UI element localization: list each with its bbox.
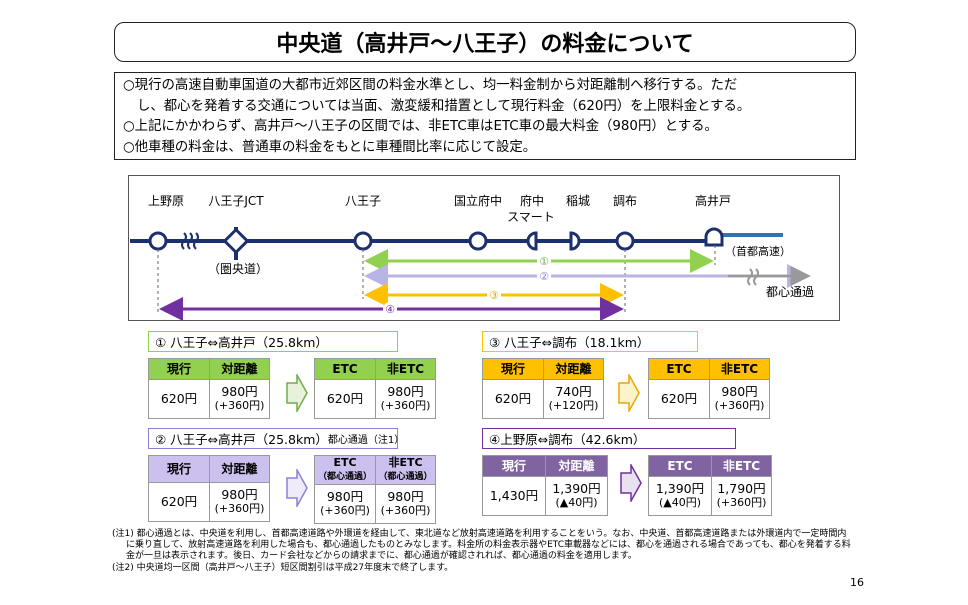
footnote-line: に乗り直して、放射高速道路を利用した場合も、都心通過したものとみなします。料金所… bbox=[126, 540, 851, 551]
section-4-label: ④上野原⇔調布（42.6km） bbox=[482, 428, 736, 449]
route-2-marker: ② bbox=[539, 270, 549, 283]
station-label-fuchu: 府中 bbox=[520, 193, 544, 208]
etc-value: 1,390円(▲40円) bbox=[648, 476, 712, 516]
station-label-takaido: 高井戸 bbox=[695, 193, 731, 208]
section-1-current-table: 現行 対距離 620円 980円(+360円) bbox=[148, 358, 270, 419]
route-3-marker: ③ bbox=[489, 289, 499, 302]
non-etc-header: 非ETC（都心通過） bbox=[375, 455, 436, 485]
section-3-label: ③ 八王子⇔調布（18.1km） bbox=[482, 331, 698, 352]
distance-header: 対距離 bbox=[545, 455, 608, 477]
section-3-arrow-icon bbox=[618, 374, 640, 412]
current-header: 現行 bbox=[148, 455, 210, 483]
station-uenohara-icon bbox=[148, 231, 168, 251]
summary-line-2: し、都心を発着する交通については当面、激変緩和措置として現行料金（620円）を上… bbox=[137, 98, 751, 114]
distance-header: 対距離 bbox=[209, 358, 270, 380]
station-chofu-icon bbox=[615, 231, 635, 251]
section-2-arrow-icon bbox=[286, 469, 308, 507]
distance-value: 740円(+120円) bbox=[543, 379, 604, 419]
etc-header: ETC bbox=[648, 455, 712, 477]
distance-value: 980円(+360円) bbox=[209, 482, 270, 522]
toshin-label: 都心通過 bbox=[766, 285, 814, 299]
distance-value: 1,390円(▲40円) bbox=[545, 476, 608, 516]
distance-header: 対距離 bbox=[543, 358, 604, 380]
page-title: 中央道（高井戸～八王子）の料金について bbox=[114, 22, 856, 62]
station-kunitachi-icon bbox=[468, 231, 488, 251]
station-label-hachioji-jct: 八王子JCT bbox=[208, 194, 264, 208]
non-etc-header: 非ETC bbox=[711, 455, 772, 477]
section-4-new-table: ETC 非ETC 1,390円(▲40円) 1,790円(+360円) bbox=[648, 455, 772, 516]
non-etc-value: 1,790円(+360円) bbox=[711, 476, 772, 516]
footnote-line: 金が一旦は表示されます。後日、カード会社などからの請求までに、都心通過が確認され… bbox=[126, 551, 637, 562]
route-2-marker-bg bbox=[537, 269, 551, 283]
non-etc-header: 非ETC bbox=[375, 358, 436, 380]
route-4-marker: ④ bbox=[385, 303, 395, 316]
footnote-line: (注2) 中央道均一区間（高井戸～八王子）短区間割引は平成27年度末で終了します… bbox=[112, 562, 454, 573]
summary-line-1: ○現行の高速自動車国道の大都市近郊区間の料金水準とし、均一料金制から対距離制へ移… bbox=[123, 78, 738, 93]
station-label-smart: スマート bbox=[507, 210, 555, 224]
current-value: 620円 bbox=[148, 482, 210, 522]
etc-header: ETC bbox=[648, 358, 710, 380]
etc-value: 620円 bbox=[314, 379, 376, 419]
route-map: 上野原 八王子JCT 八王子 国立府中 府中 スマート 稲城 調布 高井戸 （圏… bbox=[130, 193, 814, 321]
shuto-label: （首都高速） bbox=[725, 244, 791, 258]
guide-lines bbox=[157, 245, 716, 313]
etc-value: 620円 bbox=[648, 379, 710, 419]
route-1-marker: ① bbox=[539, 255, 549, 268]
section-1-label: ① 八王子⇔高井戸（25.8km） bbox=[148, 331, 398, 352]
distance-header: 対距離 bbox=[209, 455, 270, 483]
station-hachioji-icon bbox=[353, 231, 373, 251]
non-etc-header: 非ETC bbox=[709, 358, 770, 380]
etc-value: 980円(+360円) bbox=[314, 484, 376, 524]
section-2-label: ② 八王子⇔高井戸（25.8km）都心通過（注1） bbox=[148, 428, 404, 449]
current-value: 620円 bbox=[148, 379, 210, 419]
section-2-new-table: ETC（都心通過） 非ETC（都心通過） 980円(+360円) 980円(+3… bbox=[314, 455, 436, 524]
footnote-line: (注1) 都心通過とは、中央道を利用し、首都高速道路や外環道を経由して、東北道な… bbox=[112, 529, 847, 539]
smart-ic-icon bbox=[526, 231, 538, 251]
wave-icon bbox=[181, 232, 199, 250]
ken-o-do-label: （圏央道） bbox=[208, 262, 268, 276]
section-1-arrow-icon bbox=[286, 374, 308, 412]
section-4-arrow-icon bbox=[620, 464, 642, 502]
non-etc-value: 980円(+360円) bbox=[375, 379, 436, 419]
half-ic-icon bbox=[569, 231, 581, 251]
current-value: 620円 bbox=[482, 379, 544, 419]
etc-header: ETC bbox=[314, 358, 376, 380]
current-header: 現行 bbox=[482, 455, 546, 477]
section-3-current-table: 現行 対距離 620円 740円(+120円) bbox=[482, 358, 604, 419]
summary-line-3: ○上記にかかわらず、高井戸～八王子の区間では、非ETC車はETC車の最大料金（9… bbox=[123, 119, 718, 134]
station-label-chofu: 調布 bbox=[613, 194, 637, 208]
summary-box: ○現行の高速自動車国道の大都市近郊区間の料金水準とし、均一料金制から対距離制へ移… bbox=[114, 72, 856, 160]
route-4-marker-bg bbox=[383, 302, 397, 316]
station-label-uenohara: 上野原 bbox=[148, 194, 184, 208]
section-1-new-table: ETC 非ETC 620円 980円(+360円) bbox=[314, 358, 436, 419]
non-etc-value: 980円(+360円) bbox=[375, 484, 436, 524]
current-header: 現行 bbox=[148, 358, 210, 380]
station-label-hachioji: 八王子 bbox=[345, 194, 381, 208]
non-etc-value: 980円(+360円) bbox=[709, 379, 770, 419]
page-number: 16 bbox=[850, 576, 864, 589]
summary-line-4: ○他車種の料金は、普通車の料金をもとに車種間比率に応じて設定。 bbox=[123, 139, 537, 155]
etc-header: ETC（都心通過） bbox=[314, 455, 376, 485]
section-4-current-table: 現行 対距離 1,430円 1,390円(▲40円) bbox=[482, 455, 608, 516]
section-3-new-table: ETC 非ETC 620円 980円(+360円) bbox=[648, 358, 770, 419]
current-value: 1,430円 bbox=[482, 476, 546, 516]
footnotes: (注1) 都心通過とは、中央道を利用し、首都高速道路や外環道を経由して、東北道な… bbox=[112, 529, 872, 574]
section-2-current-table: 現行 対距離 620円 980円(+360円) bbox=[148, 455, 270, 522]
terminal-takaido-icon bbox=[704, 227, 724, 247]
station-label-kunitachi: 国立府中 bbox=[454, 193, 502, 208]
current-header: 現行 bbox=[482, 358, 544, 380]
station-label-inagi: 稲城 bbox=[566, 194, 590, 208]
distance-value: 980円(+360円) bbox=[209, 379, 270, 419]
junction-icon bbox=[222, 227, 250, 255]
